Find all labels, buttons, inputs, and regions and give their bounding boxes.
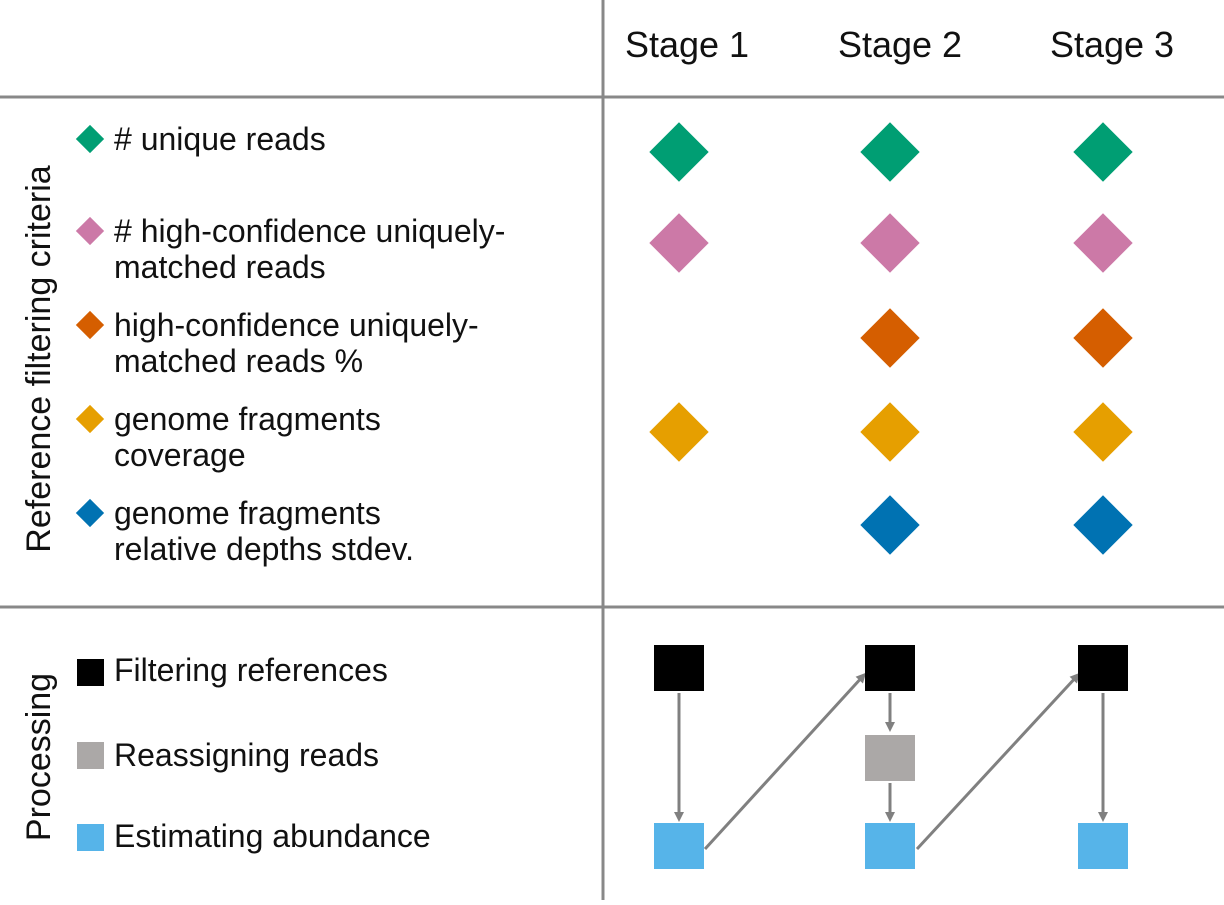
process-1-stage-3-box xyxy=(1078,645,1128,691)
criterion-3-legend-icon xyxy=(75,310,105,340)
criterion-2-stage-1-marker xyxy=(649,213,709,273)
criterion-5-legend-icon xyxy=(75,498,105,528)
process-3-stage-2-box xyxy=(865,823,915,869)
criterion-4-label-line-2: coverage xyxy=(114,437,246,473)
criterion-1-stage-2-marker xyxy=(860,122,920,182)
criterion-1-stage-1-marker xyxy=(649,122,709,182)
process-1-stage-2-box xyxy=(865,645,915,691)
process-3-stage-1-box xyxy=(654,823,704,869)
process-3-stage-3-box xyxy=(1078,823,1128,869)
criterion-3-label-line-1: high-confidence uniquely- xyxy=(114,307,479,343)
criterion-1-stage-3-marker xyxy=(1073,122,1133,182)
process-2-stage-2-box xyxy=(865,735,915,781)
criterion-4-label-line-1: genome fragments xyxy=(114,401,381,437)
criterion-3-stage-3-marker xyxy=(1073,308,1133,368)
process-1-stage-1-box xyxy=(654,645,704,691)
criterion-2-label-line-2: matched reads xyxy=(114,249,326,285)
flow-arrow-2 xyxy=(703,672,867,851)
stage-1-header: Stage 1 xyxy=(625,24,749,65)
criterion-1-label-line-1: # unique reads xyxy=(114,121,326,157)
processing-arrows xyxy=(674,672,1108,851)
criterion-2-label-line-1: # high-confidence uniquely- xyxy=(114,213,505,249)
criteria-section-title: Reference filtering criteria xyxy=(20,165,58,552)
criterion-1-legend-icon xyxy=(75,124,105,154)
process-1-legend-icon xyxy=(77,659,104,686)
criterion-5-stage-3-marker xyxy=(1073,495,1133,555)
process-2-label: Reassigning reads xyxy=(114,737,379,773)
criterion-4-stage-1-marker xyxy=(649,402,709,462)
process-3-legend-icon xyxy=(77,824,104,851)
criterion-5-label-line-2: relative depths stdev. xyxy=(114,531,414,567)
process-1-label: Filtering references xyxy=(114,652,388,688)
criterion-2-stage-2-marker xyxy=(860,213,920,273)
criterion-4-stage-2-marker xyxy=(860,402,920,462)
criterion-2-legend-icon xyxy=(75,216,105,246)
stage-2-header: Stage 2 xyxy=(838,24,962,65)
process-3-label: Estimating abundance xyxy=(114,818,431,854)
criterion-2-stage-3-marker xyxy=(1073,213,1133,273)
stage-3-header: Stage 3 xyxy=(1050,24,1174,65)
criterion-5-label-line-1: genome fragments xyxy=(114,495,381,531)
criterion-3-stage-2-marker xyxy=(860,308,920,368)
criterion-4-legend-icon xyxy=(75,404,105,434)
process-2-legend-icon xyxy=(77,742,104,769)
criterion-4-stage-3-marker xyxy=(1073,402,1133,462)
criterion-3-label-line-2: matched reads % xyxy=(114,343,363,379)
processing-section-title: Processing xyxy=(20,673,58,841)
flow-arrow-5 xyxy=(915,672,1081,851)
criterion-5-stage-2-marker xyxy=(860,495,920,555)
